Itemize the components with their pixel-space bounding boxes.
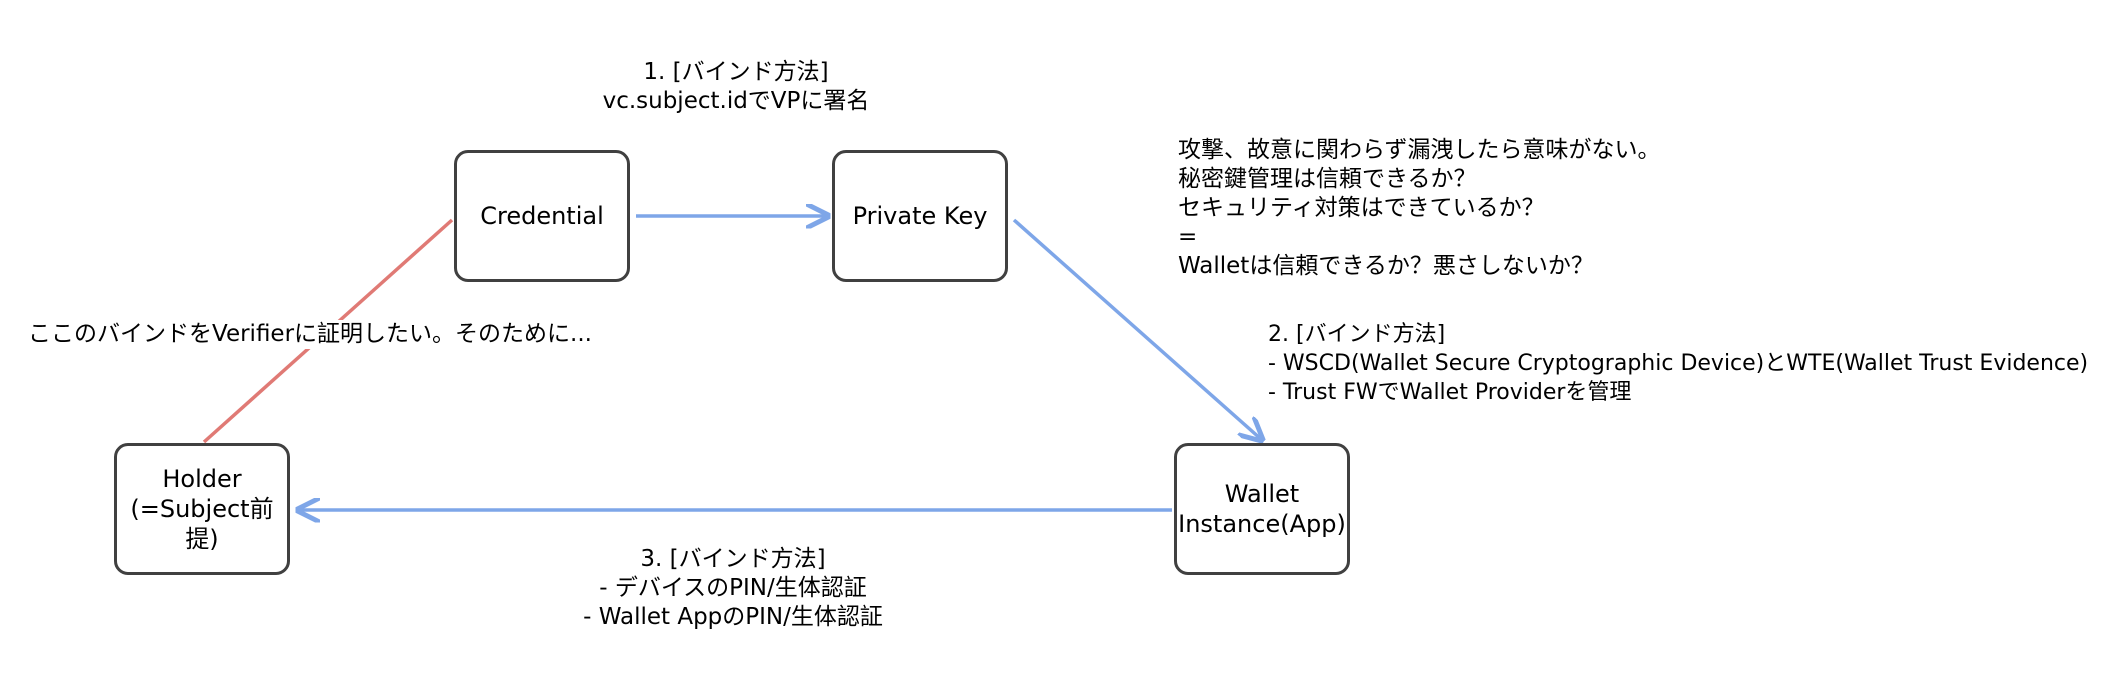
bind-method-2-label: 2. [バインド方法] - WSCD(Wallet Secure Cryptog… [1268,322,2089,405]
credential-node: Credential [454,150,630,282]
edge-private-key-wallet [1012,218,1262,440]
bind-method-1-label: 1. [バインド方法] vc.subject.idでVPに署名 [602,59,870,114]
wallet-instance-node: Wallet Instance(App) [1174,443,1350,575]
private-key-node: Private Key [832,150,1008,282]
verifier-note-label: ここのバインドをVerifierに証明したい。そのために... [28,320,592,349]
bind-method-3-label: 3. [バインド方法] - デバイスのPIN/生体認証 - Wallet App… [583,546,883,630]
trust-note-label: 攻撃、故意に関わらず漏洩したら意味がない。 秘密鍵管理は信頼できるか？ セキュリ… [1178,137,1661,279]
holder-node: Holder (=Subject前提) [114,443,290,575]
